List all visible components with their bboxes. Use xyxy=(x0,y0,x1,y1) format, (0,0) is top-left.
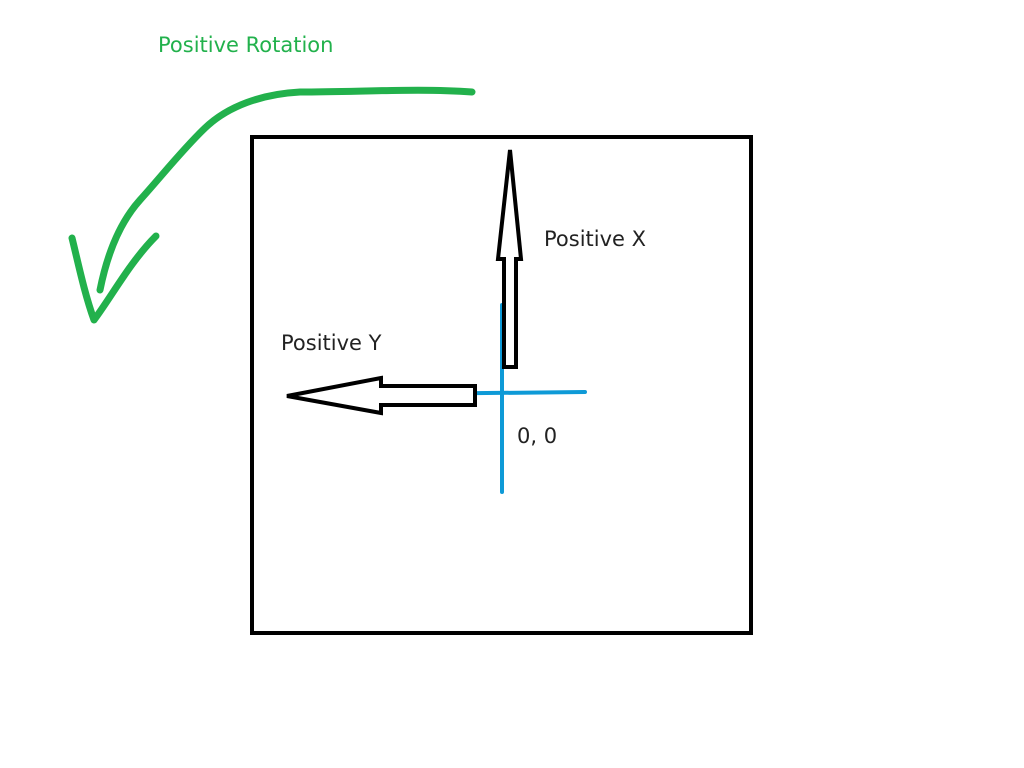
positive-x-label: Positive X xyxy=(544,227,646,251)
y-axis-arrow-icon xyxy=(286,375,477,416)
positive-y-label: Positive Y xyxy=(281,331,382,355)
rotation-arrow-icon xyxy=(68,86,476,324)
rotation-label: Positive Rotation xyxy=(158,33,333,57)
x-axis-arrow-icon xyxy=(495,149,524,369)
origin-label: 0, 0 xyxy=(517,424,557,448)
frame-square xyxy=(250,135,753,635)
